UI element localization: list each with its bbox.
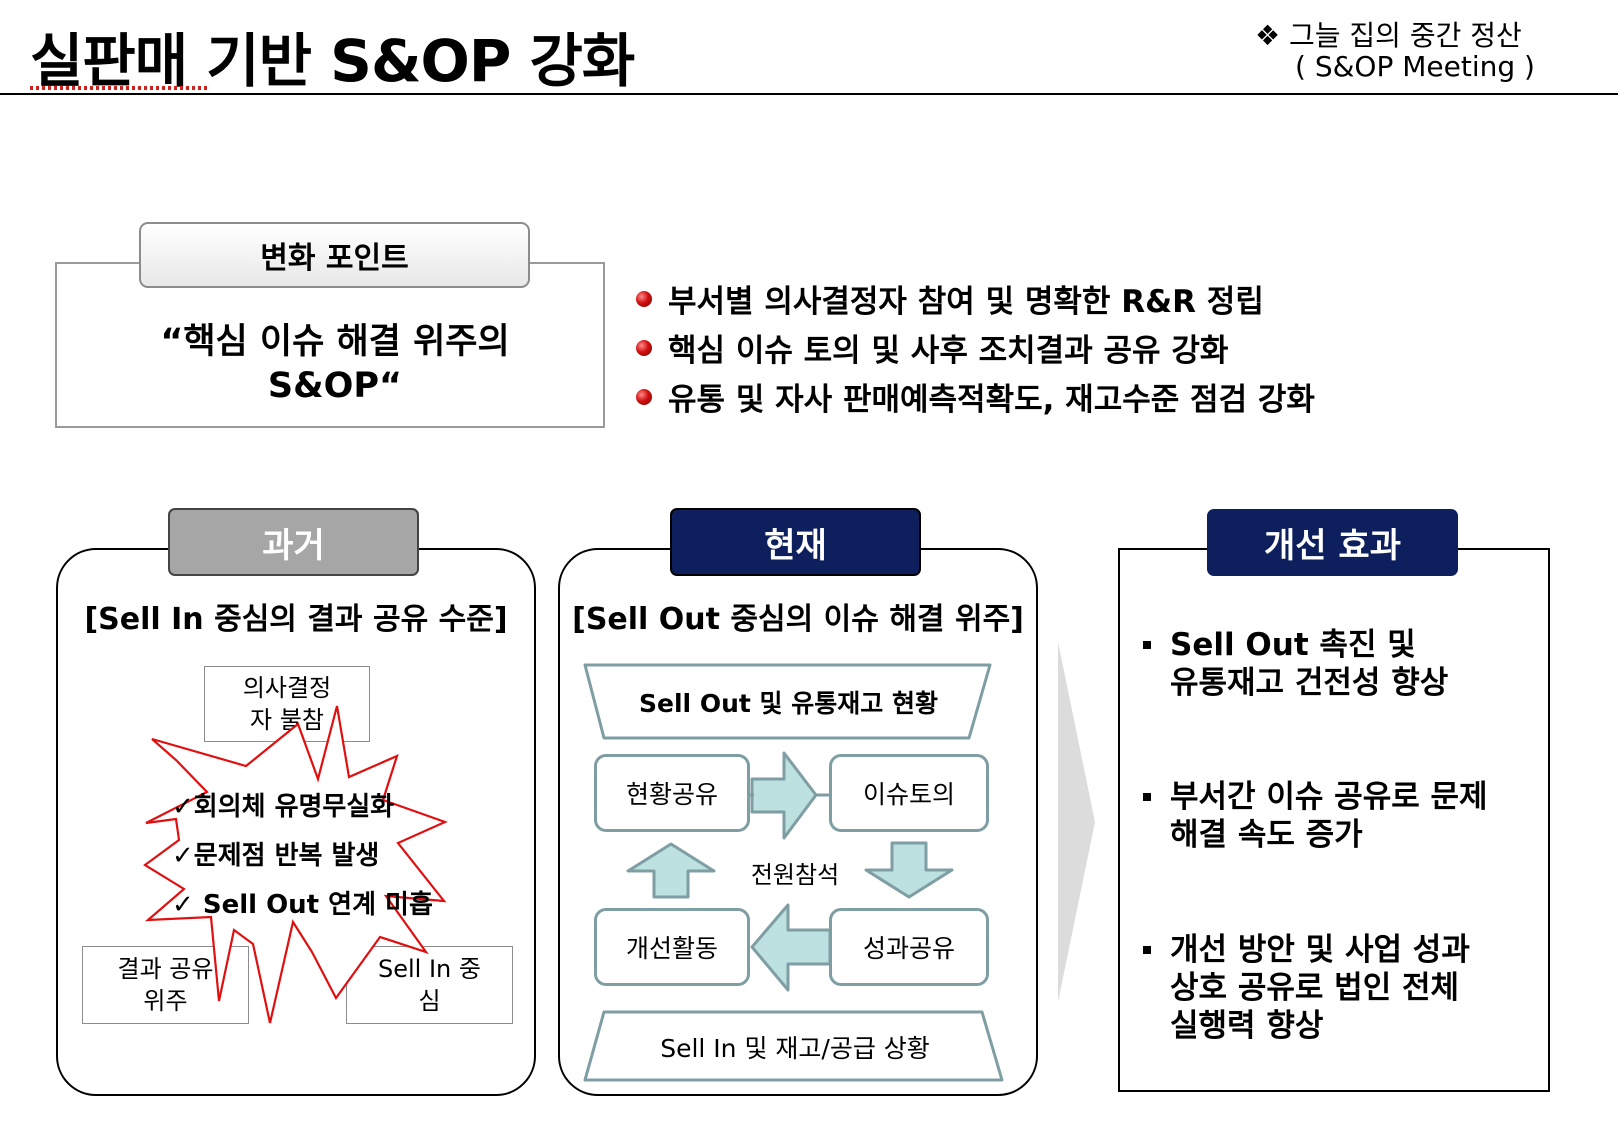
- improvement-activity-box: 개선활동: [594, 908, 750, 986]
- context-label: ❖ 그늘 집의 중간 정산: [1255, 19, 1522, 52]
- effect-line: 상호 공유로 법인 전체: [1170, 970, 1460, 1006]
- box-line: Sell In 중: [378, 955, 481, 983]
- effect-line: 유통재고 건전성 향상: [1170, 665, 1449, 701]
- effect-item: Sell Out 촉진 및 유통재고 건전성 향상: [1143, 626, 1448, 702]
- past-subtitle: [Sell In 중심의 결과 공유 수준]: [84, 602, 508, 637]
- bullet-item: 부서별 의사결정자 참여 및 명확한 R&R 정립: [636, 274, 1315, 323]
- sell-in-banner: Sell In 및 재고/공급 상황: [660, 1034, 930, 1063]
- past-tab: 과거: [168, 508, 419, 576]
- red-bullet-icon: [636, 388, 652, 405]
- status-sharing-box: 현황공유: [594, 754, 750, 832]
- present-subtitle: [Sell Out 중심의 이슈 해결 위주]: [572, 602, 1024, 637]
- quote-line: “핵심 이슈 해결 위주의: [160, 322, 510, 362]
- bullet-text: 핵심 이슈 토의 및 사후 조치결과 공유 강화: [668, 333, 1229, 369]
- present-tab: 현재: [670, 508, 921, 576]
- box-line: 자 불참: [250, 706, 324, 734]
- red-bullet-icon: [636, 339, 652, 356]
- change-point-bullets: 부서별 의사결정자 참여 및 명확한 R&R 정립 핵심 이슈 토의 및 사후 …: [636, 274, 1315, 421]
- result-sharing-box: 결과 공유 위주: [82, 946, 249, 1024]
- bullet-item: 핵심 이슈 토의 및 사후 조치결과 공유 강화: [636, 323, 1315, 372]
- change-point-tab: 변화 포인트: [139, 222, 530, 288]
- sell-in-focus-box: Sell In 중 심: [346, 946, 513, 1024]
- box-line: 위주: [143, 987, 188, 1015]
- effect-item: 개선 방안 및 사업 성과 상호 공유로 법인 전체 실행력 향상: [1143, 931, 1470, 1045]
- result-sharing-cycle-box: 성과공유: [829, 908, 989, 986]
- issue-item: ✓회의체 유명무실화: [172, 792, 395, 822]
- issue-item: ✓ Sell Out 연계 미흡: [172, 890, 433, 920]
- effect-line: 개선 방안 및 사업 성과: [1170, 932, 1470, 968]
- bullet-text: 부서별 의사결정자 참여 및 명확한 R&R 정립: [668, 284, 1264, 320]
- red-bullet-icon: [636, 290, 652, 307]
- effect-line: 해결 속도 증가: [1170, 817, 1363, 853]
- progress-chevron-icon: [1058, 642, 1095, 1002]
- effect-item: 부서간 이슈 공유로 문제 해결 속도 증가: [1143, 778, 1488, 854]
- effect-tab: 개선 효과: [1207, 509, 1458, 576]
- all-attend-label: 전원참석: [750, 861, 840, 889]
- issue-discussion-box: 이슈토의: [829, 754, 989, 832]
- bullet-item: 유통 및 자사 판매예측적확도, 재고수준 점검 강화: [636, 372, 1315, 421]
- past-issues-list: ✓회의체 유명무실화 ✓문제점 반복 발생 ✓ Sell Out 연계 미흡: [172, 783, 433, 930]
- sell-out-banner: Sell Out 및 유통재고 현황: [639, 689, 938, 718]
- effect-line: 실행력 향상: [1170, 1008, 1324, 1044]
- bullet-text: 유통 및 자사 판매예측적확도, 재고수준 점검 강화: [668, 382, 1315, 418]
- page-title: 실판매 기반 S&OP 강화: [30, 27, 635, 95]
- absent-decision-maker-box: 의사결정 자 불참: [204, 666, 370, 742]
- box-line: 결과 공유: [117, 955, 214, 983]
- header-divider: [0, 93, 1618, 95]
- effect-line: 부서간 이슈 공유로 문제: [1170, 779, 1488, 815]
- issue-item: ✓문제점 반복 발생: [172, 841, 380, 871]
- effect-line: Sell Out 촉진 및: [1170, 627, 1416, 663]
- quote-line: S&OP“: [267, 366, 403, 406]
- box-line: 심: [418, 987, 441, 1015]
- spellcheck-underline: [30, 86, 208, 90]
- change-point-quote: “핵심 이슈 해결 위주의 S&OP“: [110, 320, 560, 408]
- box-line: 의사결정: [242, 674, 332, 702]
- context-sublabel: ( S&OP Meeting ): [1295, 50, 1535, 83]
- effect-panel: [1118, 548, 1550, 1092]
